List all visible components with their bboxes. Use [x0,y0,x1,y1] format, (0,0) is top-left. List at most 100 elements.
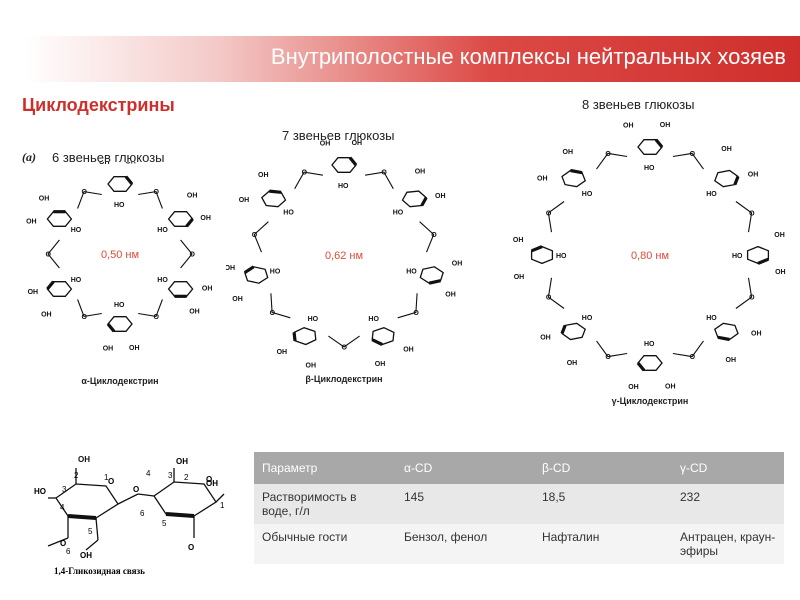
oh-label: OH [125,162,136,166]
linkage-oh-right-top: OH [176,457,188,466]
glucose-bold-edge [717,335,730,342]
ho-label: HO [582,315,593,322]
glycosidic-link [672,340,704,358]
bridge-oxygen-label: O [690,151,696,158]
name-gamma: γ-Циклодекстрин [612,396,689,406]
glycosidic-link [596,340,628,358]
bridge-oxygen-label: O [190,252,196,259]
table-cell: 232 [672,484,784,524]
cavity-size-beta: 0,62 нм [325,250,363,262]
oh-label: OH [628,384,639,391]
glycosidic-link [596,152,628,170]
oh-label: OH [39,196,50,203]
linkage-o-ring-right: O [206,475,212,484]
table-cell: Бензол, фенол [396,524,534,564]
panel-letter: (a) [22,150,36,164]
oh-label: OH [665,383,676,390]
glucose-bold-edge [348,156,358,167]
linkage-oh-top-left: OH [78,455,90,464]
parameters-table: Параметр α-CD β-CD γ-CD Растворимость в … [254,452,784,564]
oh-label: OH [748,172,759,179]
ho-label: HO [556,253,567,260]
ho-label: HO [114,202,125,209]
linkage-o-bottom-right: O [188,543,194,552]
glucose-bold-edge [531,245,543,253]
glycosidic-link [294,171,323,189]
bridge-oxygen-label: O [82,189,88,196]
table-cell: Нафталин [534,524,672,564]
ho-label: HO [706,315,717,322]
ho-label: HO [338,183,349,190]
ho-label: HO [71,227,82,234]
glycosidic-link [328,335,360,348]
name-alpha: α-Циклодекстрин [81,376,158,386]
oh-label: OH [320,141,331,148]
atom-number-3-right: 3 [168,471,173,480]
glucose-bold-edge [243,265,255,274]
glucose-bold-edge [733,175,740,186]
oh-label: OH [258,172,269,179]
ho-label: HO [644,341,655,348]
cavity-size-alpha: 0,50 нм [101,249,139,261]
oh-label: OH [513,237,524,244]
glucose-bold-edge [420,196,428,207]
linkage-oh-right: OH [206,479,218,488]
title-banner: Внутриполостные комплексы нейтральных хо… [25,36,800,82]
bridge-oxygen-label: O [252,232,258,239]
ho-label: HO [393,209,404,216]
glycosidic-link [547,201,565,233]
oh-label: OH [660,122,671,129]
glycosidic-link [77,190,102,209]
glycosidic-linkage-diagram: OH HO OH OH OH O O O O O 2 1 3 4 5 6 4 3… [34,455,225,576]
glucose-bold-edge [428,279,441,285]
bridge-oxygen-label: O [431,232,437,239]
oh-label: OH [403,347,414,354]
table-header-cell: Параметр [254,452,396,484]
oh-label: OH [514,274,525,281]
glucose-unit [401,190,428,208]
atom-number-1-left: 1 [104,473,109,482]
linkage-name: 1,4-Гликозидная связь [54,566,145,576]
table-cell: 18,5 [534,484,672,524]
name-beta: β-Циклодекстрин [305,374,382,384]
glucose-unit [167,281,194,297]
atom-number-2-left: 2 [74,471,79,480]
glycosidic-link [138,190,163,209]
atom-number-5-right: 5 [162,519,167,528]
oh-label: OH [751,330,762,337]
oh-label: OH [445,292,456,299]
glucose-bold-edge [570,168,583,175]
table-header-cell: β-CD [534,452,672,484]
ho-label: HO [406,269,417,276]
glucose-bold-edge [106,322,116,333]
oh-label: OH [352,140,363,147]
oh-label: OH [200,215,211,222]
oh-label: OH [187,193,198,200]
glycosidic-link [672,152,704,170]
oh-label: OH [452,260,462,267]
oh-label: OH [435,193,446,200]
glucose-bold-edge [560,324,567,335]
oh-label: OH [239,197,250,204]
caption-beta: 7 звеньев глюкозы [282,128,395,143]
linkage-ho-left: HO [34,487,46,496]
bridge-oxygen-label: O [749,295,755,302]
glucose-bold-edge [185,217,194,228]
glucose-unit [244,266,269,284]
caption-gamma: 8 звеньев глюкозы [582,97,695,112]
oh-label: OH [563,149,574,156]
glycosidic-link [735,277,753,309]
bridge-oxygen-label: O [270,310,276,317]
oh-label: OH [726,357,737,364]
glucose-unit [260,190,287,208]
glycosidic-link [547,277,565,309]
table-row: Обычные гости Бензол, фенол Нафталин Ант… [254,524,784,564]
bridge-oxygen-label: O [546,295,552,302]
glycosidic-link [253,221,269,253]
table-cell: Антрацен, краун-эфиры [672,524,784,564]
ho-label: HO [706,191,717,198]
bridge-oxygen-label: O [413,310,419,317]
glycosidic-link [180,239,193,269]
oh-label: OH [537,176,548,183]
